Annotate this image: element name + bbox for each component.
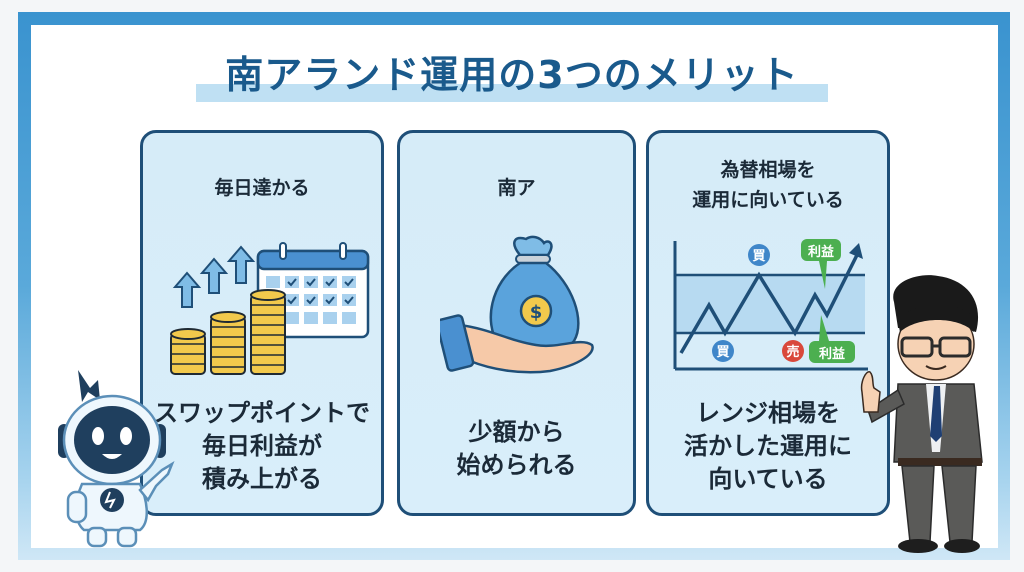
title-block: 南アランド運用の3つのメリット xyxy=(196,52,828,102)
body-line: スワップポイントで xyxy=(154,399,370,427)
heading-line: 為替相場を xyxy=(720,159,816,181)
profit-badge-top: 利益 xyxy=(807,245,834,260)
body-line: 毎日利益が xyxy=(202,432,322,460)
card-heading: 毎日達かる xyxy=(214,177,310,199)
range-chart-icon xyxy=(673,239,868,371)
card-body-text: 少額から 始められる xyxy=(400,416,633,482)
buy-badge-top: 買 xyxy=(752,249,766,264)
coins-calendar-icon xyxy=(170,242,370,375)
profit-badge-bottom: 利益 xyxy=(818,347,845,362)
title-highlight-band xyxy=(196,84,828,102)
heading-line: 運用に向いている xyxy=(692,189,844,211)
businessman-thumbs-up-icon xyxy=(860,275,983,553)
body-line: 向いている xyxy=(708,465,828,493)
body-line: 少額から xyxy=(468,418,565,446)
merit-card-range-market: 為替相場を 運用に向いている 買 買 売 利益 利益 レンジ相場を 活かした運用… xyxy=(646,130,890,516)
card-heading: 為替相場を 運用に向いている xyxy=(649,155,887,215)
body-line: 積み上がる xyxy=(202,465,322,493)
body-line: 始められる xyxy=(456,451,577,479)
merit-card-daily-profit: 毎日達かる xyxy=(140,130,384,516)
page-title: 南アランド運用の3つのメリット xyxy=(225,53,799,97)
body-line: 活かした運用に xyxy=(684,432,852,460)
card-heading: 南ア xyxy=(497,177,536,199)
body-line: レンジ相場を xyxy=(696,399,840,427)
card-body-text: スワップポイントで 毎日利益が 積み上がる xyxy=(143,397,381,496)
buy-badge-bottom: 買 xyxy=(716,345,730,360)
card-body-text: レンジ相場を 活かした運用に 向いている xyxy=(649,397,887,496)
money-bag-hand-icon: $ xyxy=(440,235,594,374)
svg-text:$: $ xyxy=(530,302,543,323)
merit-card-small-start: 南ア $ 少額から 始められる xyxy=(397,130,636,516)
sell-badge: 売 xyxy=(786,345,800,360)
robot-mascot-icon xyxy=(58,370,175,548)
